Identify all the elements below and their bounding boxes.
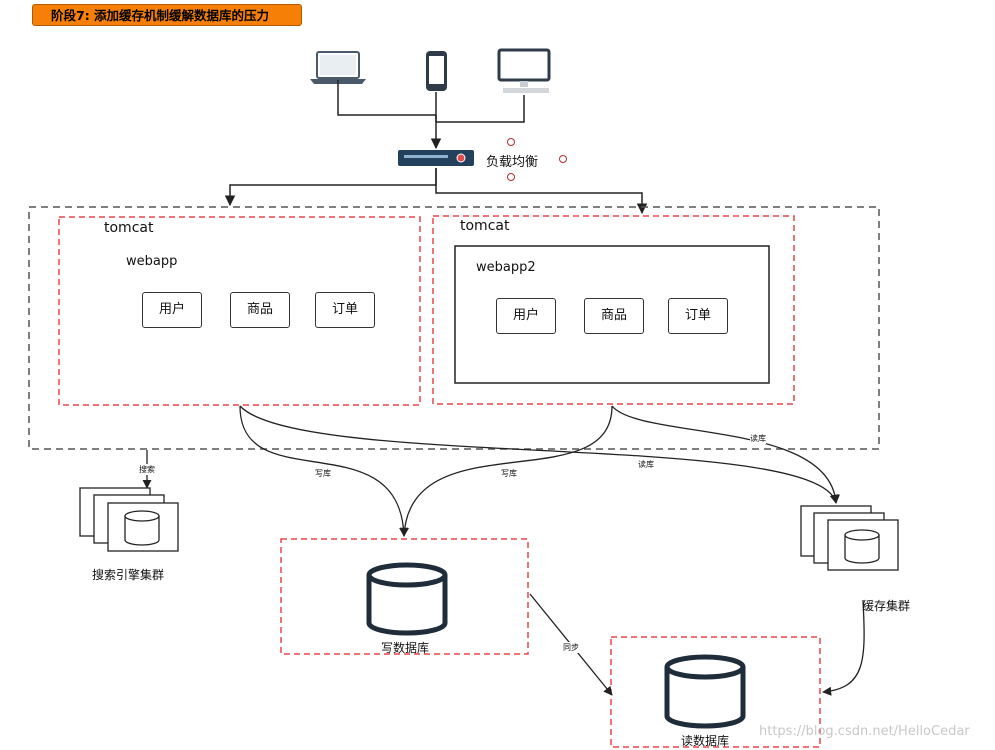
device-connectors <box>337 80 525 150</box>
search-cluster-label: 搜索引擎集群 <box>92 568 165 582</box>
search-cluster-db-icon <box>124 510 160 546</box>
cache-cluster-label: 缓存集群 <box>862 599 911 613</box>
read-db-label: 读数据库 <box>681 734 730 748</box>
edge-label-read-right: 读库 <box>750 433 766 444</box>
webapp-left-label: webapp <box>126 254 178 269</box>
server-cluster-box <box>28 206 880 450</box>
module-product-left: 商品 <box>230 292 290 328</box>
webapp2-box <box>454 245 770 384</box>
laptop-icon <box>310 51 366 84</box>
webapp-right-label: webapp2 <box>476 260 536 275</box>
edge-label-write-left: 写库 <box>315 468 331 479</box>
edge-label-sync: 同步 <box>563 642 579 653</box>
cache-cluster-db-icon <box>844 529 880 564</box>
module-user-left: 用户 <box>142 292 202 328</box>
edge-label-read-left: 读库 <box>638 459 654 470</box>
edge-label-search: 搜索 <box>139 464 155 475</box>
selection-handles <box>507 138 567 181</box>
watermark-text: https://blog.csdn.net/HelloCedar <box>759 724 970 739</box>
write-db-curves <box>239 405 613 537</box>
write-db-box <box>280 538 529 655</box>
read-db-icon <box>664 654 746 729</box>
edge-label-write-right: 写库 <box>501 468 517 479</box>
phone-icon <box>426 51 447 91</box>
tomcat-left-label: tomcat <box>104 220 154 236</box>
module-product-right: 商品 <box>584 298 644 334</box>
module-order-right: 订单 <box>668 298 728 334</box>
read-cache-curves <box>239 405 840 504</box>
load-balancer-label: 负载均衡 <box>486 155 539 170</box>
module-order-left: 订单 <box>315 292 375 328</box>
stage-title: 阶段7: 添加缓存机制缓解数据库的压力 <box>32 4 302 26</box>
tomcat-right-label: tomcat <box>460 218 510 234</box>
module-user-right: 用户 <box>496 298 556 334</box>
tomcat-right-box <box>432 215 795 405</box>
tomcat-left-box <box>58 216 421 406</box>
write-db-icon <box>366 562 448 636</box>
write-db-label: 写数据库 <box>381 641 430 655</box>
desktop-icon <box>497 48 551 93</box>
cache-to-read-db-arrow <box>822 599 865 696</box>
load-balancer-icon <box>398 150 474 166</box>
lb-to-tomcat-lines <box>224 168 648 215</box>
